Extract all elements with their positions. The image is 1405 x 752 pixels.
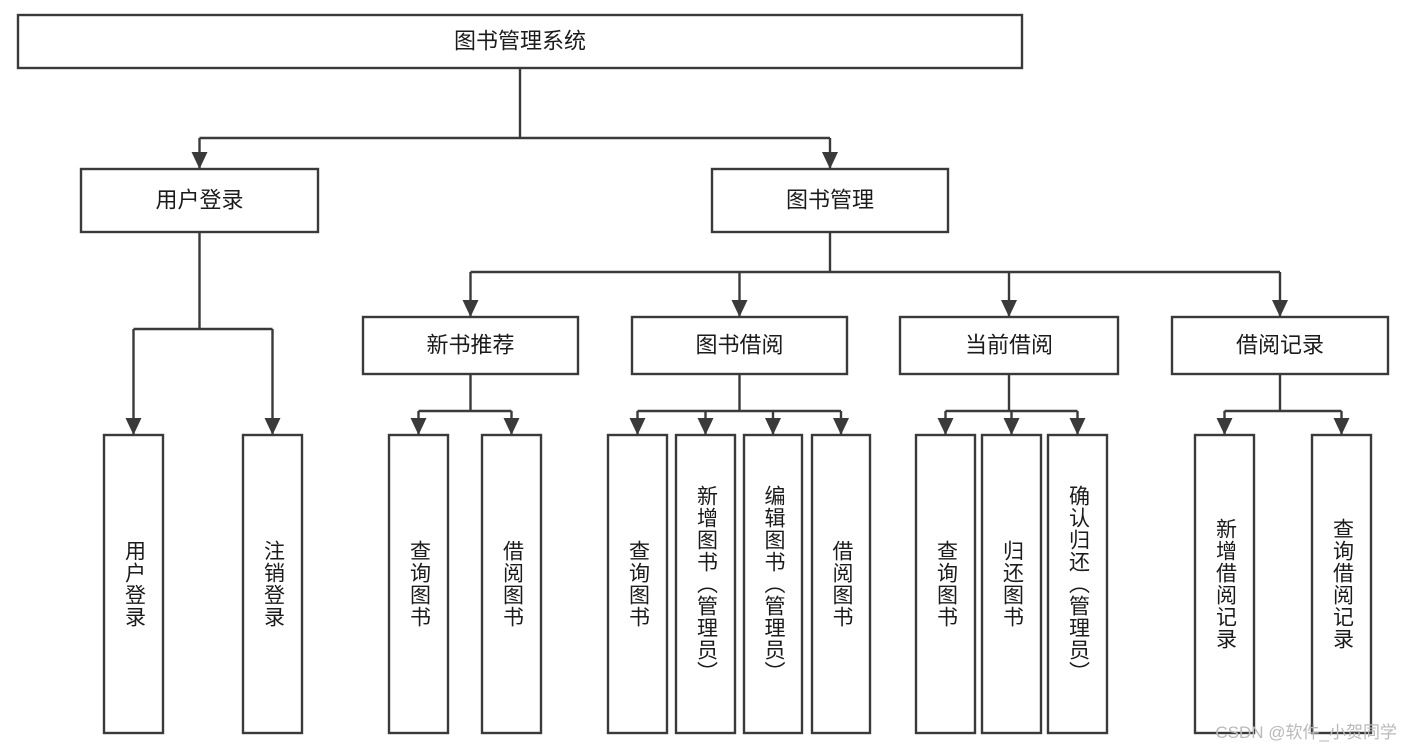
node-leaf-query-book-2-label: 查询图书 <box>626 540 650 628</box>
node-new-book-recommend[interactable] <box>361 315 580 376</box>
node-leaf-return-book-label-wrap: 归还图书 <box>982 435 1041 733</box>
node-leaf-query-book-3[interactable] <box>914 433 977 735</box>
node-new-book-recommend-label: 新书推荐 <box>426 332 514 357</box>
node-leaf-user-login-label: 用户登录 <box>122 540 146 628</box>
arrow-head-icon <box>1069 418 1086 435</box>
node-book-manage-label: 图书管理 <box>786 187 874 212</box>
arrow-head-icon <box>822 152 838 169</box>
node-leaf-query-book-3-label: 查询图书 <box>934 540 958 628</box>
arrow-head-icon <box>1003 418 1020 435</box>
node-leaf-edit-book-admin-label: 编辑图书（管理员） <box>762 485 786 683</box>
node-leaf-confirm-return-admin-label: 确认归还（管理员） <box>1066 485 1090 683</box>
node-root-label: 图书管理系统 <box>454 28 586 53</box>
node-leaf-borrow-book-2-label-wrap: 借阅图书 <box>812 435 870 733</box>
node-leaf-edit-book-admin[interactable] <box>742 433 804 735</box>
node-borrow-record[interactable] <box>1170 315 1390 376</box>
arrow-head-icon <box>503 418 520 435</box>
arrow-head-icon <box>264 418 281 435</box>
node-leaf-confirm-return-admin[interactable] <box>1046 433 1109 735</box>
arrow-head-icon <box>125 418 142 435</box>
node-current-borrow[interactable] <box>898 315 1120 376</box>
node-leaf-add-book-admin-label-wrap: 新增图书（管理员） <box>676 435 735 733</box>
node-leaf-edit-book-admin-label-wrap: 编辑图书（管理员） <box>744 435 802 733</box>
node-leaf-return-book-label: 归还图书 <box>1000 540 1024 628</box>
arrow-head-icon <box>1333 418 1350 435</box>
watermark-text: CSDN @软件_小贺同学 <box>1215 723 1397 742</box>
node-leaf-query-book-1-label: 查询图书 <box>407 540 431 628</box>
node-leaf-add-book-admin-label: 新增图书（管理员） <box>694 485 718 683</box>
node-current-borrow-label: 当前借阅 <box>965 332 1053 357</box>
node-borrow-record-label: 借阅记录 <box>1236 332 1324 357</box>
node-leaf-borrow-book-1[interactable] <box>480 433 543 735</box>
node-leaf-query-book-1-label-wrap: 查询图书 <box>389 435 448 733</box>
node-book-manage[interactable] <box>710 167 950 234</box>
node-leaf-query-book-3-label-wrap: 查询图书 <box>916 435 975 733</box>
arrow-head-icon <box>937 418 954 435</box>
arrow-head-icon <box>191 152 208 169</box>
node-leaf-query-book-1[interactable] <box>387 433 450 735</box>
node-book-borrow[interactable] <box>630 315 849 376</box>
node-leaf-query-book-2-label-wrap: 查询图书 <box>608 435 667 733</box>
arrow-head-icon <box>1272 300 1288 317</box>
node-book-borrow-label: 图书借阅 <box>695 332 783 357</box>
node-user-login-label: 用户登录 <box>155 187 243 212</box>
node-leaf-borrow-book-1-label-wrap: 借阅图书 <box>482 435 541 733</box>
node-leaf-confirm-return-admin-label-wrap: 确认归还（管理员） <box>1048 435 1107 733</box>
node-leaf-return-book[interactable] <box>980 433 1043 735</box>
node-leaf-user-login[interactable] <box>102 433 165 735</box>
arrow-head-icon <box>765 418 781 435</box>
node-leaf-query-borrow-record-label: 查询借阅记录 <box>1330 518 1354 650</box>
node-leaf-add-borrow-record[interactable] <box>1193 433 1256 735</box>
arrow-head-icon <box>410 418 427 435</box>
node-leaf-add-book-admin[interactable] <box>674 433 737 735</box>
arrow-head-icon <box>833 418 849 435</box>
node-leaf-logout-login[interactable] <box>241 433 304 735</box>
node-leaf-add-borrow-record-label-wrap: 新增借阅记录 <box>1195 435 1254 733</box>
node-leaf-add-borrow-record-label: 新增借阅记录 <box>1213 518 1237 650</box>
node-leaf-borrow-book-2-label: 借阅图书 <box>830 540 854 628</box>
node-root[interactable] <box>16 13 1024 70</box>
node-leaf-logout-login-label-wrap: 注销登录 <box>243 435 302 733</box>
node-leaf-borrow-book-2[interactable] <box>810 433 872 735</box>
arrow-head-icon <box>629 418 646 435</box>
connector-layer <box>125 68 1350 435</box>
node-leaf-borrow-book-1-label: 借阅图书 <box>500 540 524 628</box>
node-leaf-query-borrow-record[interactable] <box>1310 433 1373 735</box>
arrow-head-icon <box>697 418 714 435</box>
arrow-head-icon <box>1216 418 1233 435</box>
node-leaf-query-book-2[interactable] <box>606 433 669 735</box>
node-user-login[interactable] <box>79 167 320 234</box>
node-leaf-logout-login-label: 注销登录 <box>261 540 285 628</box>
arrow-head-icon <box>1001 300 1017 317</box>
arrow-head-icon <box>731 300 748 317</box>
node-leaf-query-borrow-record-label-wrap: 查询借阅记录 <box>1312 435 1371 733</box>
arrow-head-icon <box>462 300 479 317</box>
node-leaf-user-login-label-wrap: 用户登录 <box>104 435 163 733</box>
